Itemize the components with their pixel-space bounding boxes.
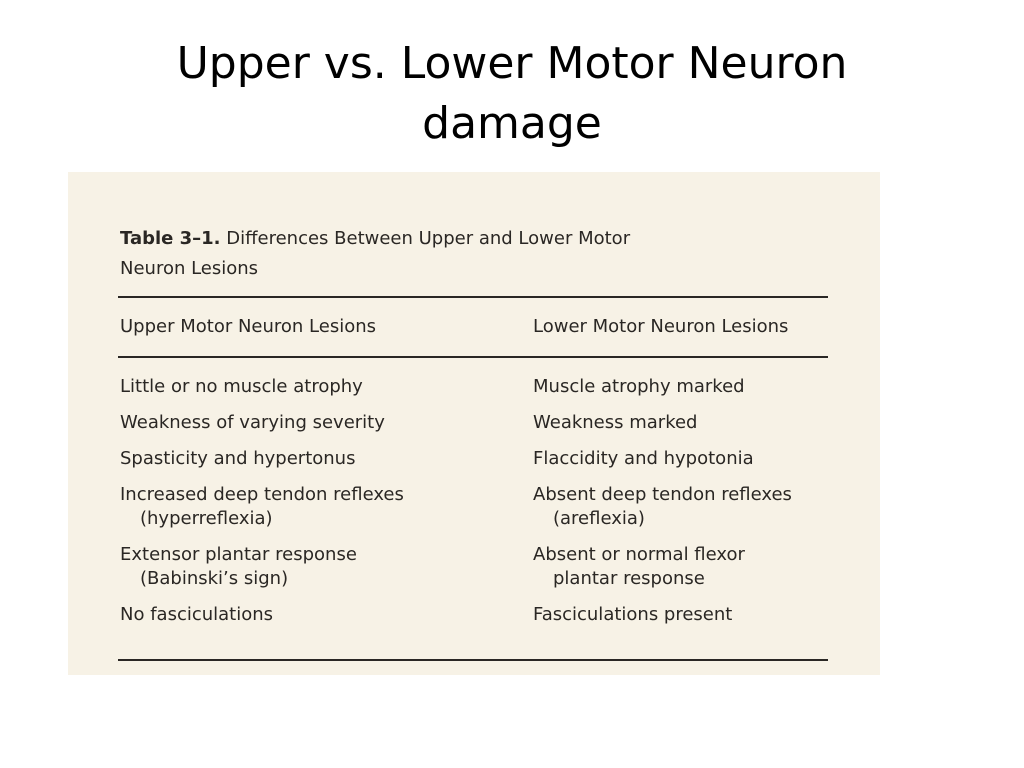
table-caption-label: Table 3–1. (120, 228, 221, 249)
scanned-table-image: ​ Table 3–1. Differences Between Upper a… (68, 172, 880, 675)
table-caption-text-line-2: Neuron Lesions (120, 258, 259, 279)
table-cell-lower: Absent deep tendon reflexes(areflexia) (533, 484, 792, 529)
slide-title: Upper vs. Lower Motor Neuron damage (0, 34, 1024, 154)
table-cell-upper: Weakness of varying severity (120, 412, 385, 433)
table-cell-upper: No fasciculations (120, 604, 274, 625)
table-cell-lower: Muscle atrophy marked (533, 376, 745, 397)
table-cell-upper: Spasticity and hypertonus (120, 448, 356, 469)
table-header-rule (118, 356, 828, 358)
table-cell-lower: Weakness marked (533, 412, 698, 433)
table-cell-lower: Fasciculations present (533, 604, 733, 625)
column-header-upper: Upper Motor Neuron Lesions (120, 316, 377, 337)
slide-title-line-2: damage (422, 98, 602, 149)
table-caption-text: Differences Between Upper and Lower Moto… (220, 228, 631, 249)
table-cell-upper: Little or no muscle atrophy (120, 376, 363, 397)
table-cell-upper: Extensor plantar response(Babinski’s sig… (120, 544, 357, 589)
table-cell-upper: Increased deep tendon reflexes(hyperrefl… (120, 484, 404, 529)
column-lower: Muscle atrophy marked Weakness marked Fl… (533, 375, 863, 639)
table-top-rule (118, 296, 828, 298)
slide-title-line-1: Upper vs. Lower Motor Neuron (176, 38, 848, 89)
column-upper: Little or no muscle atrophy Weakness of … (120, 375, 510, 639)
table-bottom-rule (118, 659, 828, 661)
column-header-lower: Lower Motor Neuron Lesions (533, 316, 789, 337)
table-caption: Table 3–1. Differences Between Upper and… (120, 224, 720, 284)
table-cell-lower: Flaccidity and hypotonia (533, 448, 754, 469)
